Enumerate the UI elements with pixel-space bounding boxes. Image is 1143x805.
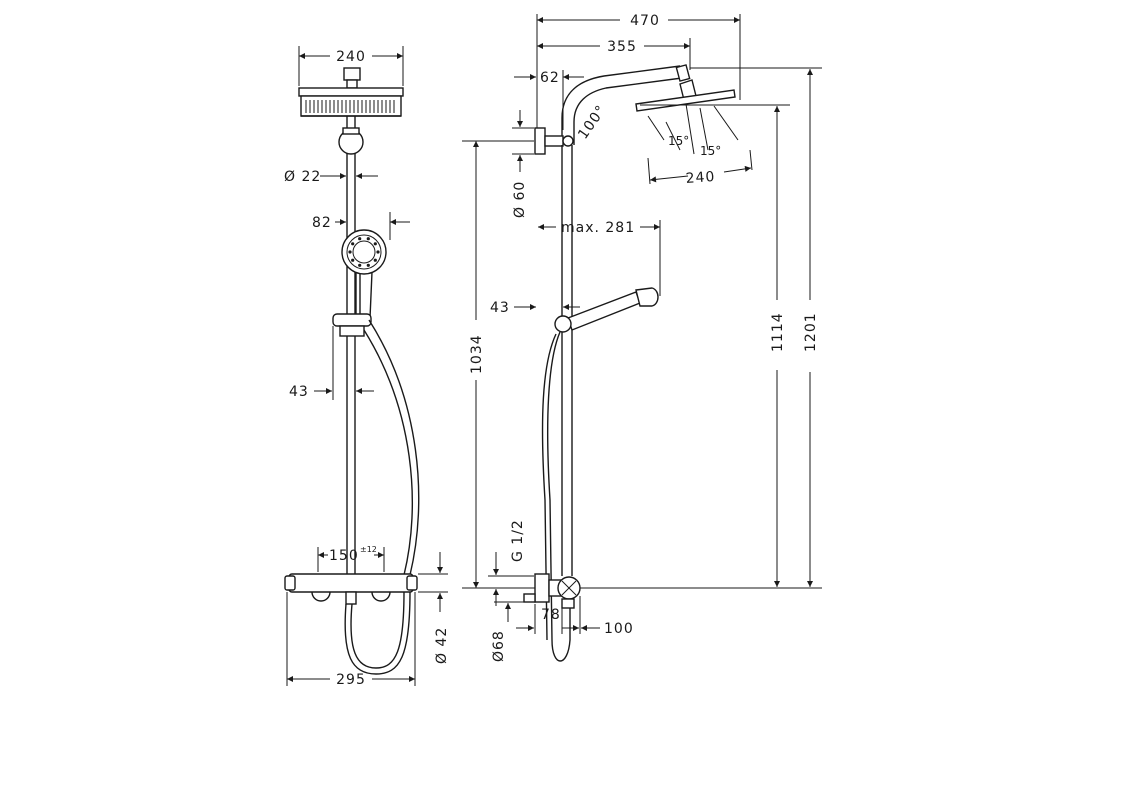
side-hand-shower-reach-label: max. 281	[561, 220, 635, 236]
side-total-height-label: 1201	[803, 312, 819, 352]
side-rail-offset-label: 43	[490, 300, 510, 316]
thermostat-front	[284, 573, 418, 605]
side-body-projection-label: 100	[604, 621, 634, 637]
side-thread-label: G 1/2	[510, 519, 526, 562]
side-view: 470 355 62 100° 15° 15° 240	[462, 13, 822, 662]
side-rail-height-label: 1034	[469, 334, 485, 374]
hand-shower-side	[554, 287, 659, 333]
side-head-width-label: 240	[685, 169, 716, 187]
front-head-width-label: 240	[336, 49, 366, 65]
side-wall-offset-label: 62	[540, 70, 560, 86]
overhead-shower-front	[298, 67, 404, 117]
front-thermostat-width-label: 295	[336, 672, 366, 688]
overhead-shower-side	[635, 79, 739, 155]
side-arm-projection-label: 355	[607, 39, 637, 55]
side-head-height-label: 1114	[770, 312, 786, 352]
side-bracket-diameter-label: Ø 60	[512, 181, 528, 218]
hand-shower-front	[341, 229, 387, 319]
front-thermostat-depth-label: Ø 42	[434, 627, 450, 664]
front-connection-spacing-label: 150	[329, 548, 359, 564]
front-view: 240 Ø 22 82	[284, 46, 450, 688]
side-total-projection-label: 470	[630, 13, 660, 29]
front-rail-offset-label: 43	[289, 384, 309, 400]
side-head-tilt-1-label: 15°	[668, 134, 689, 148]
side-arm-angle-label: 100°	[575, 102, 610, 142]
thermostat-side	[523, 573, 581, 609]
front-connection-tolerance-label: ±12	[360, 545, 377, 554]
front-pipe-diameter-label: Ø 22	[284, 169, 321, 185]
side-body-depth-label: 78	[541, 607, 561, 623]
side-head-tilt-2-label: 15°	[700, 144, 721, 158]
side-body-diameter-label: Ø68	[491, 630, 507, 662]
front-handshower-diameter-label: 82	[312, 215, 332, 231]
